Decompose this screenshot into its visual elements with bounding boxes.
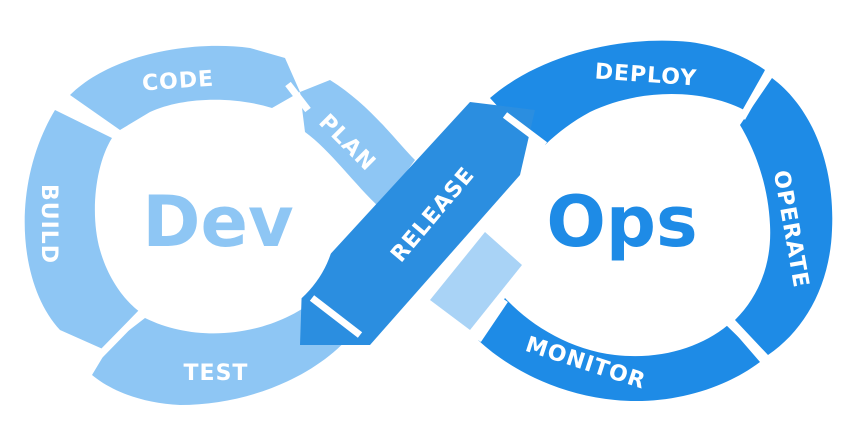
loop-back-band [430,232,522,330]
label-build: BUILD [36,184,61,264]
label-test: TEST [184,361,249,386]
dev-center [100,114,336,330]
ops-center [518,114,742,330]
dev-title: Dev [142,181,293,263]
segment-operate [735,78,833,355]
segment-release [300,102,535,345]
segment-code [70,45,300,130]
label-code: CODE [141,67,215,97]
segment-build [24,110,141,350]
segment-monitor [478,298,760,402]
segment-test [92,300,355,405]
segment-plan [300,80,415,208]
ops-title: Ops [546,181,697,263]
segment-deploy [490,40,765,145]
segment-dividers [63,70,772,361]
